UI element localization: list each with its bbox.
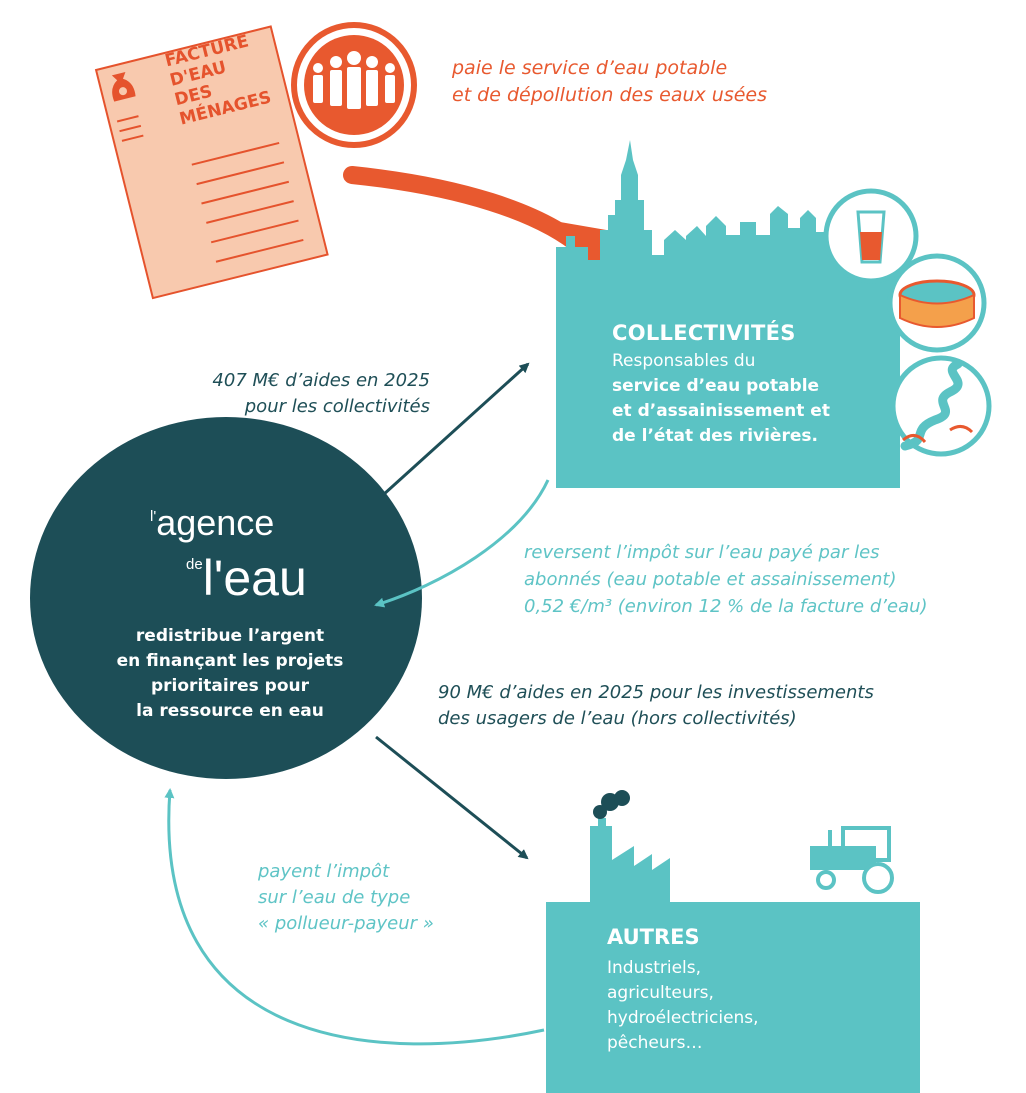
- money-bag-icon: [111, 71, 136, 102]
- arrow-agence-to-collectivites: [381, 362, 530, 497]
- autres-desc-line: Industriels,: [607, 958, 702, 978]
- autres-desc-line: agriculteurs,: [607, 983, 714, 1003]
- caption-line: paie le service d’eau potable: [452, 57, 728, 79]
- glass-of-water-icon: [823, 188, 919, 284]
- caption-line: 407 M€ d’aides en 2025: [212, 370, 430, 391]
- caption-line: payent l’impôt: [258, 861, 390, 882]
- caption-line: reversent l’impôt sur l’eau payé par les: [524, 542, 880, 563]
- caption-line: 90 M€ d’aides en 2025 pour les investiss…: [438, 682, 874, 703]
- caption-line: 0,52 €/m³ (environ 12 % de la facture d’…: [524, 596, 928, 617]
- autres-desc-line: hydroélectriciens,: [607, 1008, 759, 1028]
- collectivites-desc-line: service d’eau potable: [612, 376, 820, 396]
- caption-line: « pollueur-payeur »: [258, 913, 434, 934]
- collectivites-shape: [556, 140, 900, 488]
- agence-circle: [30, 417, 422, 779]
- autres-desc-line: pêcheurs…: [607, 1033, 703, 1053]
- collectivites-description: Responsables du service d’eau potable et…: [612, 349, 892, 449]
- logo-word: agence: [156, 502, 275, 543]
- caption-line: des usagers de l’eau (hors collectivités…: [438, 708, 797, 729]
- caption-line: et de dépollution des eaux usées: [452, 84, 768, 106]
- payent-caption: payent l’impôt sur l’eau de type « pollu…: [258, 859, 498, 937]
- caption-line: sur l’eau de type: [258, 887, 411, 908]
- arrow-collectivites-to-agence: [374, 479, 550, 608]
- autres-shape: [546, 790, 920, 1093]
- invoice-lines: [116, 115, 304, 263]
- logo-word: l'eau: [202, 550, 307, 606]
- people-icon: [291, 22, 417, 148]
- treatment-basin-icon: [887, 253, 987, 353]
- arrow-autres-to-agence: [164, 788, 545, 1046]
- tractor-icon: [810, 826, 894, 894]
- agence-logo: l'agence del'eau: [150, 498, 330, 604]
- reversent-caption: reversent l’impôt sur l’eau payé par les…: [524, 539, 1014, 620]
- collectivites-desc-line: de l’état des rivières.: [612, 426, 818, 446]
- caption-line: pour les collectivités: [244, 396, 430, 417]
- agence-desc-line: en finançant les projets: [116, 651, 344, 671]
- collectivites-title: COLLECTIVITÉS: [612, 321, 796, 345]
- factory-smoke-icon: [593, 790, 630, 819]
- agence-desc-line: redistribue l’argent: [135, 626, 325, 646]
- logo-small-text: l': [150, 508, 157, 525]
- autres-title: AUTRES: [607, 925, 700, 949]
- arrow-agence-to-autres: [375, 735, 529, 860]
- aides-usagers-caption: 90 M€ d’aides en 2025 pour les investiss…: [438, 680, 998, 732]
- autres-description: Industriels, agriculteurs, hydroélectric…: [607, 956, 837, 1056]
- agence-description: redistribue l’argent en finançant les pr…: [80, 624, 380, 724]
- collectivites-desc-line: Responsables du: [612, 351, 756, 371]
- river-icon: [890, 355, 992, 457]
- logo-small-text: de: [186, 556, 203, 573]
- caption-line: abonnés (eau potable et assainissement): [524, 569, 897, 590]
- agence-desc-line: prioritaires pour: [151, 676, 309, 696]
- aides-collectivites-caption: 407 M€ d’aides en 2025 pour les collecti…: [130, 368, 430, 420]
- invoice-document: [94, 25, 329, 300]
- menages-caption: paie le service d’eau potable et de dépo…: [452, 55, 872, 109]
- agence-desc-line: la ressource en eau: [136, 701, 324, 721]
- collectivites-desc-line: et d’assainissement et: [612, 401, 830, 421]
